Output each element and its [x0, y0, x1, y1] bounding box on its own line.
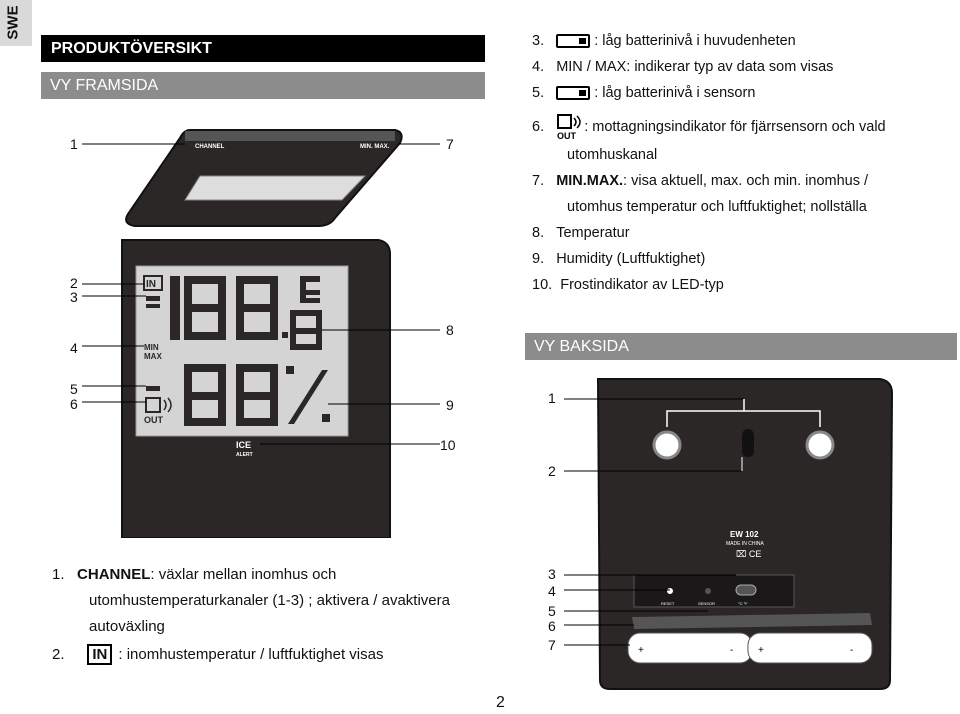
back-callout-7: 7 — [548, 637, 556, 653]
list-item: 4. MIN / MAX: indikerar typ av data som … — [532, 59, 834, 75]
lcd-temperature-digits — [170, 276, 322, 350]
svg-text:-: - — [730, 645, 733, 656]
device-top-view — [125, 129, 403, 227]
reception-icon — [145, 397, 161, 413]
lcd-humidity-digits — [184, 364, 330, 426]
back-callout-2: 2 — [548, 463, 556, 479]
max-label: MAX — [144, 352, 162, 361]
back-callout-4: 4 — [548, 583, 556, 599]
wall-mount-hole — [805, 430, 835, 460]
front-callout-9: 9 — [446, 397, 454, 413]
model-label: EW 102 — [730, 530, 759, 539]
front-callout-4: 4 — [70, 340, 78, 356]
made-in-label: MADE IN CHINA — [726, 541, 764, 547]
battery-icon — [556, 86, 591, 101]
language-tab: SWE — [0, 0, 32, 46]
front-callout-5: 5 — [70, 381, 78, 397]
units-label: °C °F — [738, 601, 748, 606]
back-view-illustration: EW 102 MADE IN CHINA ⌧ CE RESET SENSOR °… — [564, 378, 894, 690]
language-label: SWE — [4, 5, 22, 40]
back-callout-5: 5 — [548, 603, 556, 619]
list-item: 9. Humidity (Luftfuktighet) — [532, 251, 706, 267]
list-item: 3. : låg batterinivå i huvudenheten — [532, 33, 796, 49]
back-callout-6: 6 — [548, 618, 556, 634]
list-item: 10. Frostindikator av LED-typ — [532, 277, 724, 293]
in-label: IN — [146, 279, 156, 290]
back-callout-3: 3 — [548, 566, 556, 582]
svg-text:+: + — [758, 645, 764, 656]
hanging-slot — [742, 429, 754, 457]
low-battery-main-icon — [146, 296, 160, 301]
page-number: 2 — [496, 694, 505, 711]
list-item: 6. OUT: mottagningsindikator för fjärrse… — [532, 114, 886, 141]
battery — [747, 632, 873, 664]
battery-icon — [556, 34, 591, 49]
svg-text:-: - — [850, 645, 853, 656]
front-view-illustration: CHANNEL MIN. MAX. IN MIN MAX OUT ICE ALE… — [82, 129, 440, 538]
list-item: 1. CHANNEL: växlar mellan inomhus och — [52, 566, 337, 583]
front-callout-7: 7 — [446, 136, 454, 152]
in-icon — [143, 275, 163, 291]
front-view-header: VY FRAMSIDA — [41, 72, 485, 99]
front-callout-3: 3 — [70, 289, 78, 305]
front-callout-6: 6 — [70, 396, 78, 412]
svg-text:OUT: OUT — [557, 131, 577, 140]
list-item: 2. IN: inomhustemperatur / luftfuktighet… — [52, 644, 384, 665]
front-callout-10: 10 — [440, 437, 456, 453]
sensor-label: SENSOR — [698, 601, 715, 606]
min-label: MIN — [144, 343, 159, 352]
list-item: 5. : låg batterinivå i sensorn — [532, 85, 756, 101]
channel-label: CHANNEL — [195, 144, 225, 150]
front-callout-1: 1 — [70, 136, 78, 152]
svg-text:+: + — [638, 645, 644, 656]
back-callout-1: 1 — [548, 390, 556, 406]
ice-label: ICE — [236, 440, 251, 450]
alert-label: ALERT — [236, 452, 253, 458]
in-icon: IN — [87, 644, 113, 665]
front-callout-8: 8 — [446, 322, 454, 338]
out-label: OUT — [144, 415, 164, 425]
low-battery-sensor-icon — [146, 386, 160, 391]
reset-label: RESET — [661, 601, 675, 606]
list-item: 7. MIN.MAX.: visa aktuell, max. och min.… — [532, 173, 869, 189]
back-view-header: VY BAKSIDA — [525, 333, 957, 360]
reception-out-icon: OUT — [556, 114, 584, 141]
list-item: 8. Temperatur — [532, 225, 630, 241]
page-title: PRODUKTÖVERSIKT — [41, 35, 485, 62]
wall-mount-hole — [652, 430, 682, 460]
svg-text:⌧ CE: ⌧ CE — [736, 549, 761, 559]
minmax-label: MIN. MAX. — [360, 144, 390, 150]
front-callout-2: 2 — [70, 275, 78, 291]
battery — [627, 632, 753, 664]
